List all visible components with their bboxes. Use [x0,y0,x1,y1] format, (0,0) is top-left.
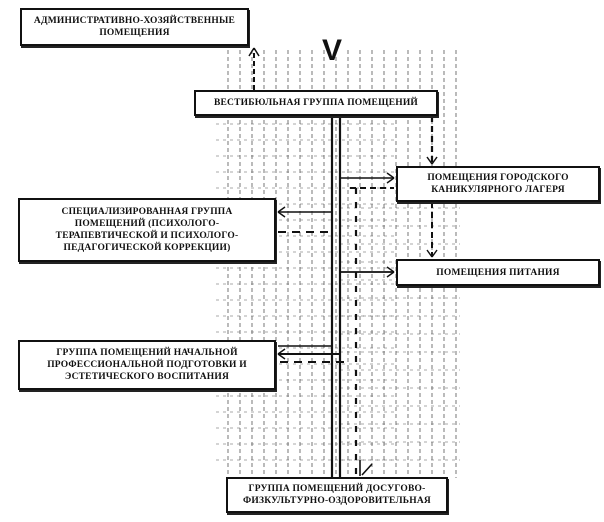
node-admin: АДМИНИСТРАТИВНО-ХОЗЯЙСТВЕННЫЕ ПОМЕЩЕНИЯ [20,8,249,46]
node-camp-line: КАНИКУЛЯРНОГО ЛАГЕРЯ [431,185,565,195]
node-vocational: ГРУППА ПОМЕЩЕНИЙ НАЧАЛЬНОЙ ПРОФЕССИОНАЛЬ… [18,340,276,390]
arrowhead [277,353,286,360]
node-admin-line: АДМИНИСТРАТИВНО-ХОЗЯЙСТВЕННЫЕ [33,16,236,26]
node-leisure: ГРУППА ПОМЕЩЕНИЙ ДОСУГОВО- ФИЗКУЛЬТУРНО-… [226,477,448,513]
node-food: ПОМЕЩЕНИЯ ПИТАНИЯ [396,259,600,286]
arrowhead [248,47,255,57]
node-admin-line: ПОМЕЩЕНИЯ [99,28,170,38]
node-special-line: ТЕРАПЕВТИЧЕСКОЙ И ПСИХОЛОГО- [55,231,239,241]
node-vocational-line: ПРОФЕССИОНАЛЬНОЙ ПОДГОТОВКИ И [47,360,247,370]
node-special-line: ПОМЕЩЕНИЙ (ПСИХОЛОГО- [74,219,220,229]
node-camp-line: ПОМЕЩЕНИЯ ГОРОДСКОГО [427,173,569,183]
node-food-line: ПОМЕЩЕНИЯ ПИТАНИЯ [436,267,560,278]
arrowhead [277,206,286,213]
arrowhead [277,348,286,355]
arrowhead [386,177,395,184]
v-mark: V [322,34,343,67]
arrowhead [277,211,286,218]
node-vestibule: ВЕСТИБЮЛЬНАЯ ГРУППА ПОМЕЩЕНИЙ [194,90,438,116]
arrowhead [253,47,260,57]
arrowhead [426,249,433,258]
arrowhead [426,156,433,165]
arrowhead [386,172,395,179]
node-camp: ПОМЕЩЕНИЯ ГОРОДСКОГО КАНИКУЛЯРНОГО ЛАГЕР… [396,166,600,202]
node-special-line: ПЕДАГОГИЧЕСКОЙ КОРРЕКЦИИ) [63,243,231,253]
node-leisure-line: ФИЗКУЛЬТУРНО-ОЗДОРОВИТЕЛЬНАЯ [243,496,431,506]
arrowhead [386,266,395,273]
connections [248,47,438,478]
node-special-line: СПЕЦИАЛИЗИРОВАННАЯ ГРУППА [61,207,233,217]
node-vestibule-line: ВЕСТИБЮЛЬНАЯ ГРУППА ПОМЕЩЕНИЙ [213,98,419,108]
arrowhead [386,271,395,278]
node-vocational-line: ГРУППА ПОМЕЩЕНИЙ НАЧАЛЬНОЙ [56,348,238,358]
node-special: СПЕЦИАЛИЗИРОВАННАЯ ГРУППА ПОМЕЩЕНИЙ (ПСИ… [18,198,276,262]
node-leisure-line: ГРУППА ПОМЕЩЕНИЙ ДОСУГОВО- [248,484,426,494]
arrowhead [431,249,438,258]
edge-corridor-leisure [361,463,373,476]
node-vocational-line: ЭСТЕТИЧЕСКОГО ВОСПИТАНИЯ [64,372,230,382]
arrowhead [431,156,438,165]
